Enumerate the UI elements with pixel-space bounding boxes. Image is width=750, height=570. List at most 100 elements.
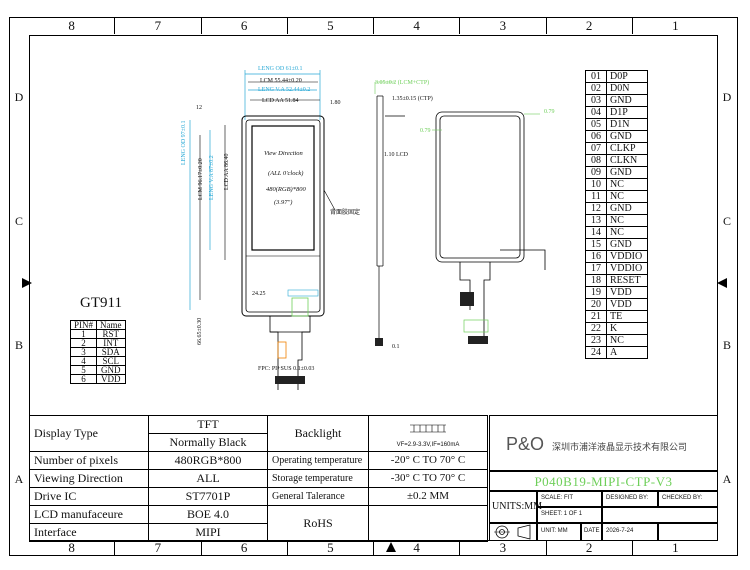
- company-logo: P&O: [506, 434, 545, 454]
- side-view-drawing: [374, 81, 405, 346]
- dim-offset: 1.80: [330, 100, 341, 106]
- zone-number: 8: [68, 540, 75, 555]
- spec-label: Display Type: [29, 415, 149, 452]
- date-label: DATE: [584, 528, 600, 534]
- zone-number: 2: [545, 18, 632, 34]
- pin-signal: NC: [606, 178, 648, 191]
- led-symbol-cell: VF=2.9-3.3V,IF=160mA: [368, 415, 488, 452]
- pin-signal: CLKN: [606, 154, 648, 167]
- dim-height-od: LENG OD 97±0.1: [181, 120, 187, 165]
- dim-va: LENG V.A 52.44±0.2: [258, 87, 311, 93]
- gt911-pin-name: VDD: [96, 374, 126, 384]
- gt911-title: GT911: [80, 295, 122, 311]
- pin-number: 02: [585, 82, 607, 95]
- spec-value: 480RGB*800: [148, 451, 268, 470]
- pin-signal: CLKP: [606, 142, 648, 155]
- spec-label: Operating temperature: [267, 451, 369, 470]
- pin-number: 20: [585, 298, 607, 311]
- unit-cell: UNIT: MM: [537, 523, 581, 541]
- pin-signal: GND: [606, 238, 648, 251]
- spec-label: LCD manufaceure: [29, 505, 149, 524]
- zone-number: 6: [200, 18, 287, 34]
- designed-label: DESIGNED BY:: [606, 495, 649, 501]
- pin-signal: VDDIO: [606, 250, 648, 263]
- date-label-cell: DATE: [581, 523, 602, 541]
- part-number: P040B19-MIPI-CTP-V3: [534, 474, 673, 489]
- zone-number: 1: [631, 540, 718, 556]
- pin-number: 21: [585, 310, 607, 323]
- pin-number: 13: [585, 214, 607, 227]
- dim-aa: LCD AA 51.84: [262, 98, 299, 104]
- pin-signal: K: [606, 322, 648, 335]
- center-marker-icon: [386, 542, 396, 552]
- spec-label: Number of pixels: [29, 451, 149, 470]
- units-label: UNITS:MM: [492, 501, 543, 512]
- back-dim-b: 0.79: [544, 109, 555, 115]
- pin-number: 18: [585, 274, 607, 287]
- gt911-pin-number: 6: [69, 374, 98, 384]
- spec-value: RoHS: [267, 505, 369, 542]
- pin-signal: GND: [606, 94, 648, 107]
- dim-height-va: LENG V.A 87±0.2: [209, 155, 215, 200]
- row-letter: B: [722, 338, 731, 352]
- pin-number: 04: [585, 106, 607, 119]
- zone-number: 8: [68, 18, 75, 33]
- pin-signal: VDDIO: [606, 262, 648, 275]
- spec-label: General Talerance: [267, 487, 369, 506]
- unit-label: UNIT:: [541, 528, 556, 534]
- pin-signal: A: [606, 346, 648, 359]
- pin-signal: GND: [606, 166, 648, 179]
- spec-value: TFT: [148, 415, 268, 434]
- row-letter: C: [722, 214, 731, 228]
- dim-24: 24.25: [252, 291, 266, 297]
- dim-lens-od: LENG OD 61±0.1: [258, 66, 303, 72]
- sheet-blank-cell: [602, 507, 718, 523]
- side-note: 背面胶固定: [330, 210, 361, 216]
- zone-number: 6: [200, 540, 287, 556]
- pin-number: 12: [585, 202, 607, 215]
- dim-12: 12: [196, 105, 202, 111]
- spec-label: Interface: [29, 523, 149, 542]
- spec-label: Drive IC: [29, 487, 149, 506]
- pin-number: 09: [585, 166, 607, 179]
- pin-number: 06: [585, 130, 607, 143]
- spec-value: ALL: [148, 469, 268, 488]
- spec-value: -20° C TO 70° C: [368, 451, 488, 470]
- sheet-value: 1 OF 1: [563, 511, 583, 517]
- pin-signal: NC: [606, 226, 648, 239]
- spec-table: Display Type TFT Backlight VF=2.9-3.3V,I…: [29, 415, 488, 542]
- row-letter: A: [14, 472, 24, 486]
- zone-number: 2: [545, 540, 632, 556]
- front-view-drawing: [189, 70, 336, 390]
- spec-label: Backlight: [267, 415, 369, 452]
- pin-signal: GND: [606, 202, 648, 215]
- zone-number: 4: [373, 540, 459, 556]
- projection-symbol-icon: [494, 524, 531, 540]
- pin-signal: NC: [606, 214, 648, 227]
- zone-number: 1: [631, 18, 718, 34]
- view-direction-clock: (ALL 0'clock): [268, 170, 304, 177]
- checked-label: CHECKED BY:: [662, 495, 703, 501]
- spec-value: BOE 4.0: [148, 505, 268, 524]
- row-letter: A: [722, 472, 732, 486]
- pin-number: 16: [585, 250, 607, 263]
- pin-signal: VDD: [606, 298, 648, 311]
- pin-signal: D1N: [606, 118, 648, 131]
- date-blank-cell: [658, 523, 718, 541]
- pin-signal: TE: [606, 310, 648, 323]
